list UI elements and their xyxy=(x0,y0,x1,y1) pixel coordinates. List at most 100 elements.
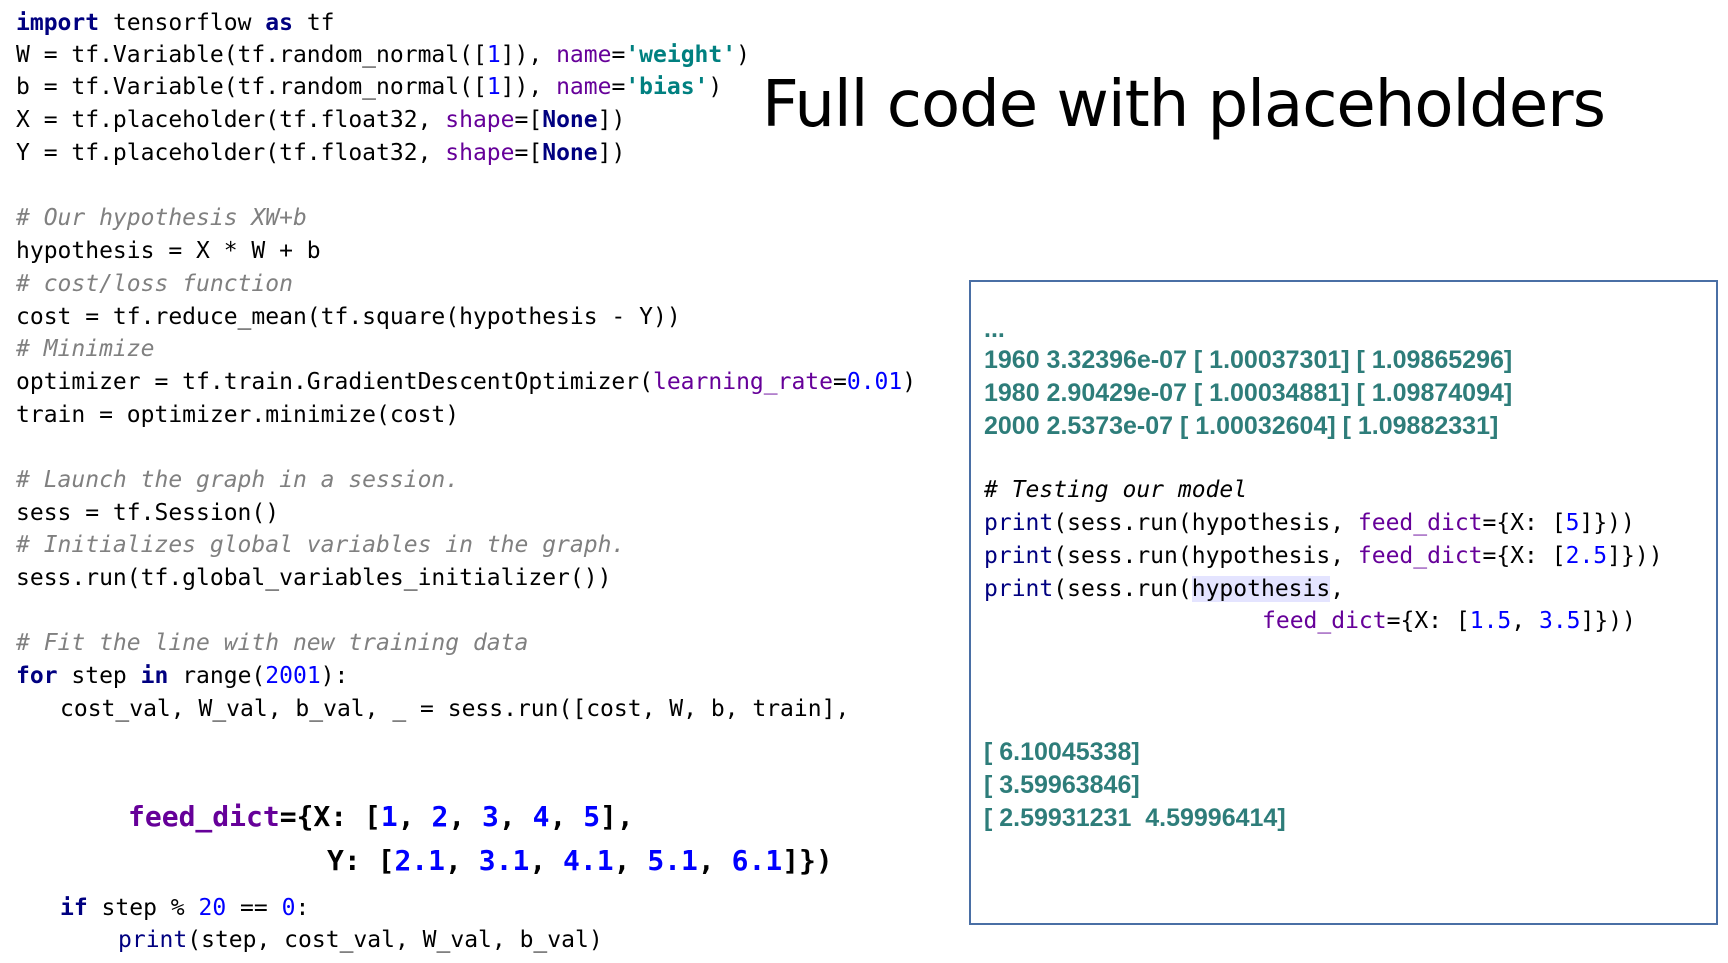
number: 2.5 xyxy=(1565,543,1608,569)
code-text: ) xyxy=(902,369,917,395)
keyword: None xyxy=(542,107,598,133)
code-line-hypothesis: hypothesis = X * W + b xyxy=(16,238,321,264)
code-line-session: sess = tf.Session() xyxy=(16,500,280,526)
code-text: ): xyxy=(320,663,349,689)
code-text: : xyxy=(295,895,310,921)
code-text: (sess.run( xyxy=(1053,576,1192,602)
test-print-2: print(sess.run(hypothesis, feed_dict={X:… xyxy=(984,540,1663,572)
code-text: = xyxy=(833,369,847,395)
comment-testing: # Testing our model xyxy=(984,477,1248,503)
number: 1.5 xyxy=(1469,608,1512,634)
feed-dict-y-line: Y: [2.1, 3.1, 4.1, 5.1, 6.1]}) xyxy=(327,846,833,876)
param-name: shape xyxy=(445,140,515,166)
test-print-1: print(sess.run(hypothesis, feed_dict={X:… xyxy=(984,507,1635,539)
code-text: step xyxy=(57,663,141,689)
number: 20 xyxy=(198,895,227,921)
code-text: = xyxy=(611,42,626,68)
code-line-bias: b = tf.Variable(tf.random_normal([1]), n… xyxy=(16,72,722,102)
separator: , xyxy=(697,844,732,877)
code-line-if-step: if step % 20 == 0: xyxy=(60,893,309,923)
test-print-3-cont: feed_dict={X: [1.5, 3.5]})) xyxy=(1262,605,1636,637)
slide-title: Full code with placeholders xyxy=(762,68,1606,142)
code-line-import: import tensorflow as tf xyxy=(16,8,335,38)
test-print-3: print(sess.run(hypothesis, xyxy=(984,573,1344,605)
number: 4.1 xyxy=(563,844,614,877)
separator: , xyxy=(498,800,533,833)
code-line-train: train = optimizer.minimize(cost) xyxy=(16,402,460,428)
code-text: step % xyxy=(87,895,199,921)
code-text: ]), xyxy=(500,42,557,68)
builtin-print: print xyxy=(118,927,188,953)
number: 2.1 xyxy=(394,844,446,877)
code-text: Y: [ xyxy=(327,844,395,877)
code-text: = xyxy=(611,74,626,100)
code-text: Y = tf.placeholder(tf.float32, xyxy=(16,140,446,166)
comment-minimize: # Minimize xyxy=(16,336,155,362)
code-text: , xyxy=(1330,576,1345,602)
separator: , xyxy=(397,800,432,833)
number: 6.1 xyxy=(731,844,783,877)
param-name: feed_dict xyxy=(128,800,280,833)
number: 0.01 xyxy=(846,369,903,395)
log-ellipsis: ... xyxy=(984,315,1005,343)
code-text: ], xyxy=(600,800,634,833)
code-text: (sess.run(hypothesis, xyxy=(1053,543,1358,569)
keyword: for xyxy=(16,663,58,689)
result-line: [ 3.59963846] xyxy=(984,771,1140,799)
separator: , xyxy=(1511,608,1539,634)
code-text: ) xyxy=(708,74,723,100)
result-line: [ 6.10045338] xyxy=(984,738,1140,766)
comment-launch: # Launch the graph in a session. xyxy=(16,467,460,493)
code-line-print-step: print(step, cost_val, W_val, b_val) xyxy=(118,925,603,955)
number: 1 xyxy=(486,42,501,68)
code-text: ) xyxy=(736,42,750,68)
keyword: if xyxy=(60,895,88,921)
code-text: ]) xyxy=(597,107,626,133)
code-text: ]), xyxy=(500,74,557,100)
code-text: == xyxy=(226,895,282,921)
param-name: name xyxy=(556,74,612,100)
code-text: ={X: [ xyxy=(1482,510,1566,536)
code-text: (step, cost_val, W_val, b_val) xyxy=(187,927,603,953)
param-name: feed_dict xyxy=(1262,608,1387,634)
code-line-x-placeholder: X = tf.placeholder(tf.float32, shape=[No… xyxy=(16,105,625,135)
keyword: None xyxy=(542,140,598,166)
code-text: ={X: [ xyxy=(1386,608,1470,634)
param-name: learning_rate xyxy=(652,369,833,395)
builtin-print: print xyxy=(984,510,1054,536)
comment-hypothesis: # Our hypothesis XW+b xyxy=(16,205,307,231)
comment-initialize: # Initializes global variables in the gr… xyxy=(16,532,626,558)
code-text: b = tf.Variable(tf.random_normal([ xyxy=(16,74,487,100)
param-name: shape xyxy=(445,107,515,133)
number: 0 xyxy=(281,895,296,921)
result-line: [ 2.59931231 4.59996414] xyxy=(984,804,1286,832)
number: 1 xyxy=(486,74,501,100)
code-text: X = tf.placeholder(tf.float32, xyxy=(16,107,446,133)
keyword: in xyxy=(140,663,169,689)
comment-cost: # cost/loss function xyxy=(16,271,293,297)
log-line: 1980 2.90429e-07 [ 1.00034881] [ 1.09874… xyxy=(984,379,1513,407)
code-text: ]) xyxy=(597,140,626,166)
string-literal: 'bias' xyxy=(625,74,709,100)
comment-fit: # Fit the line with new training data xyxy=(16,630,529,656)
param-name: feed_dict xyxy=(1357,543,1483,569)
number: 5 xyxy=(583,800,601,833)
code-text: ]})) xyxy=(1607,543,1663,569)
code-text: W = tf.Variable(tf.random_normal([ xyxy=(16,42,487,68)
param-name: name xyxy=(556,42,612,68)
keyword: import xyxy=(16,10,100,36)
number: 2 xyxy=(431,800,449,833)
code-text: range( xyxy=(168,663,266,689)
code-text: ]}) xyxy=(782,844,833,877)
number: 5.1 xyxy=(647,844,698,877)
builtin-print: print xyxy=(984,576,1054,602)
separator: , xyxy=(529,844,564,877)
code-text: =[ xyxy=(514,140,543,166)
code-text: ]})) xyxy=(1579,510,1635,536)
separator: , xyxy=(445,844,479,877)
number: 2001 xyxy=(265,663,321,689)
number: 3.5 xyxy=(1538,608,1581,634)
feed-dict-x-line: feed_dict={X: [1, 2, 3, 4, 5], xyxy=(128,802,634,832)
code-line-weight: W = tf.Variable(tf.random_normal([1]), n… xyxy=(16,40,750,70)
code-line-init-run: sess.run(tf.global_variables_initializer… xyxy=(16,565,612,591)
